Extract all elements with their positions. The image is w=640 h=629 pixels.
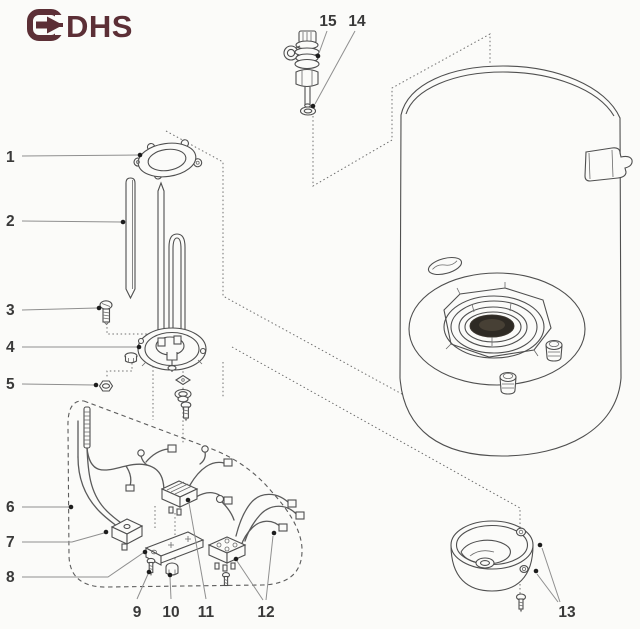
bottom-cover-drawing-13 — [450, 520, 534, 592]
part-label-3: 3 — [6, 302, 15, 319]
sealing-washer-drawing — [299, 106, 317, 116]
tank-bottom-flange-opening — [408, 272, 586, 386]
cover-screw-drawing — [515, 593, 527, 613]
tank-mounting-bracket — [584, 147, 633, 182]
logo-text: DHS — [66, 9, 133, 44]
screw-drawing-under-flange — [180, 401, 192, 422]
cap-nut-drawing-10 — [165, 562, 179, 576]
thermal-cutout-drawing-11 — [160, 480, 199, 516]
tank-body — [399, 65, 622, 457]
part-label-13: 13 — [558, 604, 576, 621]
part-label-2: 2 — [6, 213, 15, 230]
tank-brand-badge — [427, 256, 463, 276]
tank-dome-seam — [405, 71, 615, 117]
element-flange-drawing — [137, 327, 207, 372]
harness-boundary-box — [67, 400, 303, 588]
part-label-12: 12 — [257, 604, 274, 621]
nut-drawing-5 — [98, 380, 114, 392]
part-label-1: 1 — [6, 149, 15, 166]
dhs-logo: DHS — [27, 9, 133, 44]
part-number-labels: 1 2 3 4 5 6 7 8 9 10 11 12 13 14 15 — [6, 13, 576, 621]
part-label-14: 14 — [348, 13, 366, 30]
part-label-7: 7 — [6, 534, 15, 551]
part-label-9: 9 — [133, 604, 142, 621]
tank-drawing — [399, 65, 633, 457]
gland-washer-drawing — [174, 388, 192, 403]
screw-drawing-3 — [99, 300, 113, 326]
part-label-5: 5 — [6, 376, 15, 393]
part-label-15: 15 — [319, 13, 337, 30]
terminal-clip-drawing — [174, 374, 192, 386]
flange-nut-drawing — [124, 352, 138, 364]
leader-lines — [21, 30, 561, 603]
part-label-11: 11 — [198, 604, 215, 621]
gasket-flange-drawing — [133, 139, 203, 180]
part-label-8: 8 — [6, 569, 15, 586]
pipe-stub-upper — [545, 339, 563, 362]
wiring-harness-drawing — [77, 406, 233, 528]
mounting-bracket-drawing — [144, 531, 205, 566]
part-label-10: 10 — [162, 604, 179, 621]
pipe-stub-lower — [499, 371, 517, 395]
jumper-wires-drawing-12 — [207, 493, 305, 587]
thermostat-switch-drawing — [110, 518, 144, 551]
heating-element-tubes — [157, 181, 186, 333]
anode-rod-drawing — [125, 177, 136, 300]
part-label-6: 6 — [6, 499, 15, 516]
part-label-4: 4 — [6, 339, 15, 356]
safety-valve-drawing — [283, 30, 320, 108]
